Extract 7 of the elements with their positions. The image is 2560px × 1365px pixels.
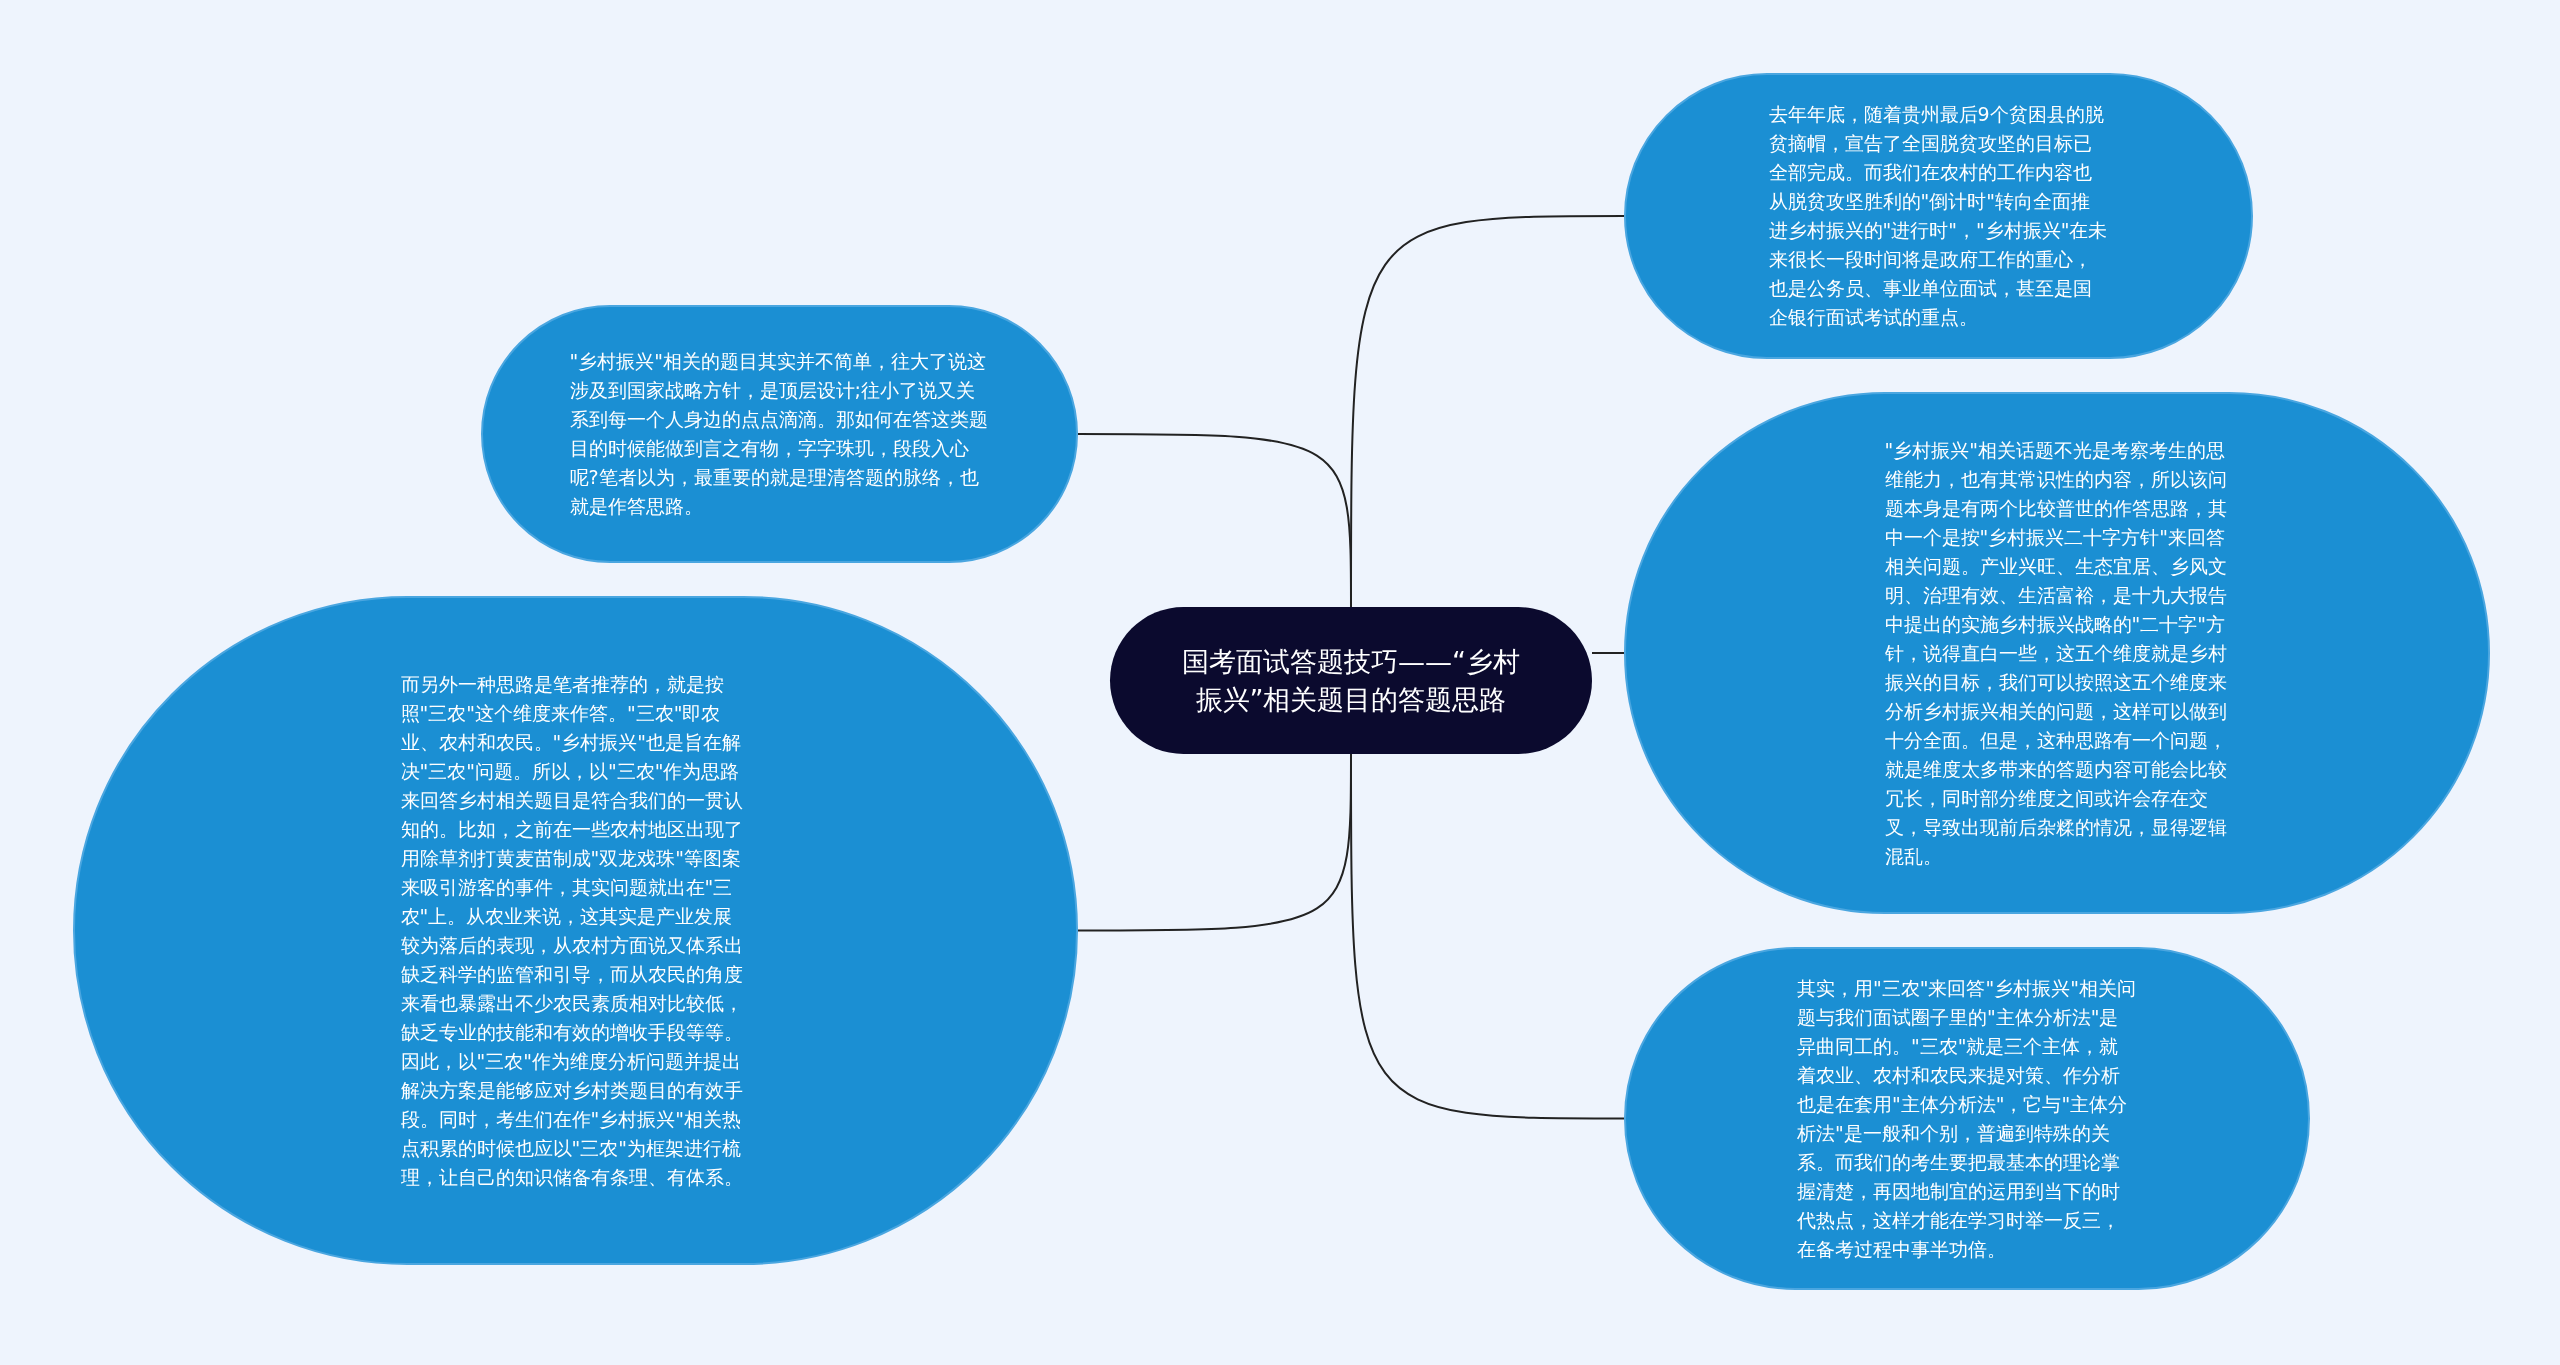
bubble-text: "乡村振兴"相关话题不光是考察考生的思维能力，也有其常识性的内容，所以该问题本身是有两个比较普世的作答思路，其中一个是按"乡村振兴二十字方针"来回答相关问题。产业兴旺、生态宜居、乡风文明、治理有效、生活富裕，是十九大报告中提出的实施乡村振兴战略的"二十字"方针，说得直白一些，这五个维度就是乡村振兴的目标，我们可以按照这五个维度来分析乡村振兴相关的问题，这样可以做到十分全面。但是，这种思路有一个问题，就是维度太多带来的答题内容可能会比较冗长，同时部分维度之间或许会存在交叉，导致出现前后杂糅的情况，显得逻辑混乱。 xyxy=(1884,437,2228,869)
central-topic-text: 国考面试答题技巧——“乡村振兴”相关题目的答题思路 xyxy=(1181,644,1521,717)
bubble-text: 而另外一种思路是笔者推荐的，就是按照"三农"这个维度来作答。"三农"即农业、农村和农民。"乡村振兴"也是旨在解决"三农"问题。所以，以"三农"作为思路来回答乡村相关题目是符合我们的一贯认知的。比如，之前在一些农村地区出现了用除草剂打黄麦苗制成"双龙戏珠"等图案来吸引游客的事件，其实问题就出在"三农"上。从农业来说，这其实是产业发展较为落后的表现，从农村方面说又体系出缺乏科学的监管和引导，而从农民的角度来看也暴露出不少农民素质相对比较低，缺乏专业的技能和有效的增收手段等等。因此，以"三农"作为维度分析问题并提出解决方案是能够应对乡村类题目的有效手段。同时，考生们在作"乡村振兴"相关热点积累的时候也应以"三农"为框架进行梳理，让自己的知识储备有条理、有体系。 xyxy=(400,671,744,1190)
bubble-text: "乡村振兴"相关的题目其实并不简单，往大了说这涉及到国家战略方针，是顶层设计;往小了说又关系到每一个人身边的点点滴滴。那如何在答这类题目的时候能做到言之有物，字字珠玑，段段入心呢?笔者以为，最重要的就是理清答题的脉络，也就是作答思路。 xyxy=(569,349,989,519)
bubble-text: 去年年底，随着贵州最后9个贫困县的脱贫摘帽，宣告了全国脱贫攻坚的目标已全部完成。而我们在农村的工作内容也从脱贫攻坚胜利的"倒计时"转向全面推进乡村振兴的"进行时"，"乡村振兴"在未来很长一段时间将是政府工作的重心，也是公务员、事业单位面试，甚至是国企银行面试考试的重点。 xyxy=(1768,102,2109,330)
connector-line xyxy=(1591,652,1625,654)
bubble-text: 其实，用"三农"来回答"乡村振兴"相关问题与我们面试圈子里的"主体分析法"是异曲同工的。"三农"就是三个主体，就着农业、农村和农民来提对策、作分析也是在套用"主体分析法"，它与"主体分析法"是一般和个别，普遍到特殊的关系。而我们的考生要把最基本的理论掌握清楚，再因地制宜的运用到当下的时代热点，这样才能在学习时举一反三，在备考过程中事半功倍。 xyxy=(1797,975,2137,1262)
